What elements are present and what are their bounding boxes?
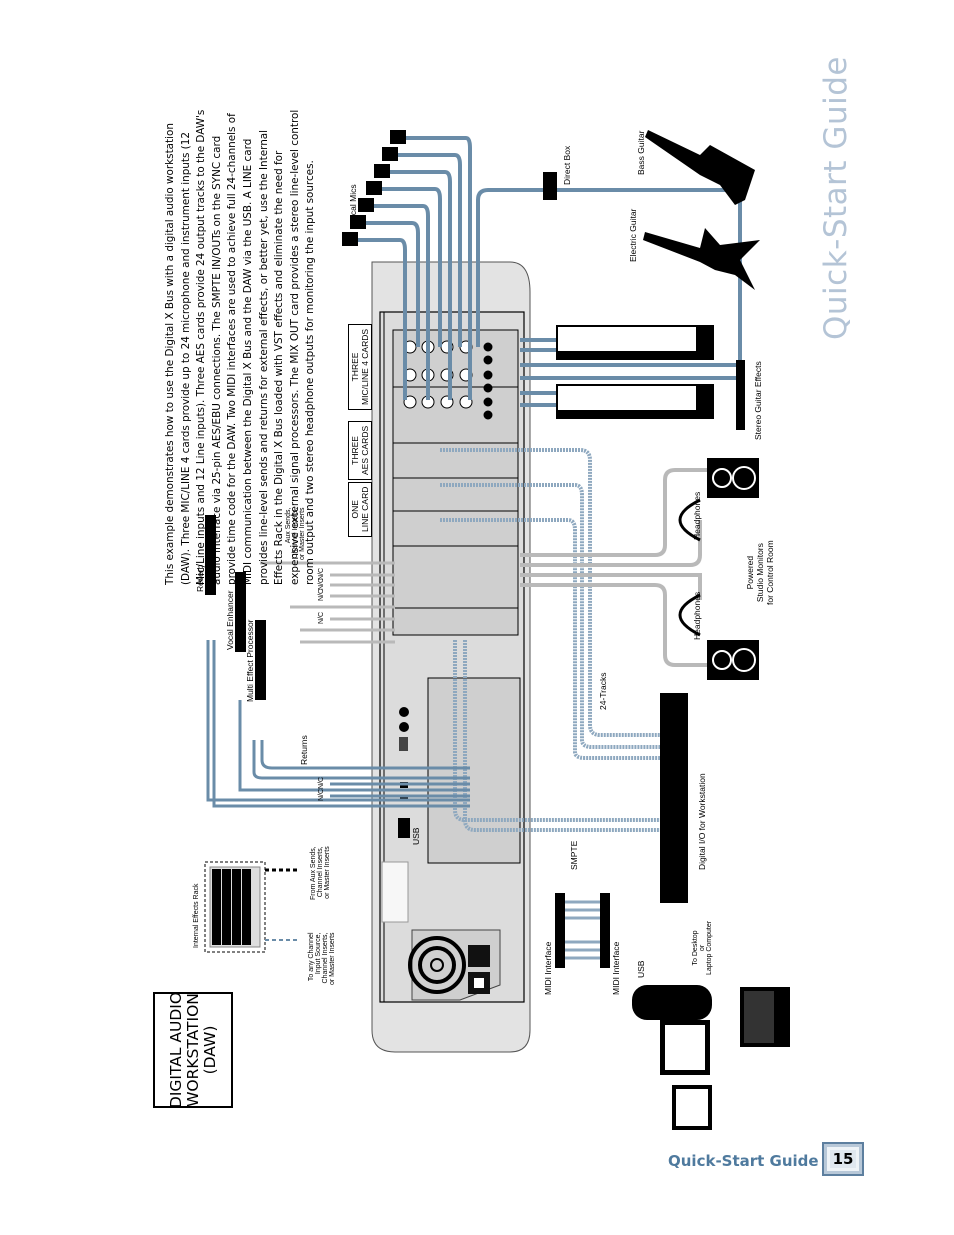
side-title: Quick-Start Guide [818, 56, 854, 340]
daw-title-box: DIGITAL AUDIO WORKSTATION (DAW) [153, 992, 233, 1108]
nc-label: N/C [318, 788, 325, 801]
to-channel-label: To any Channel Input Source, Channel Ins… [308, 932, 336, 985]
midi-interface-2 [600, 893, 610, 968]
bass-guitar [645, 130, 755, 205]
digital-io-unit [660, 693, 688, 903]
digital-x-bus-chassis [371, 261, 531, 1053]
desktop-computer [632, 985, 712, 1130]
electric-guitar [643, 228, 760, 290]
daw-title-line-3: (DAW) [200, 1025, 219, 1075]
vocal-enhancer-unit [235, 572, 246, 652]
aux-sends-label: Aux Sends, Channel Inserts, or Master In… [285, 507, 306, 560]
studio-monitor-1 [707, 458, 759, 498]
keyboard-1 [556, 325, 714, 360]
midi-interface-label-1: MIDI Interface [543, 941, 553, 995]
headphones-1 [678, 498, 701, 542]
vocal-mics [342, 130, 406, 246]
to-computer-label: To Desktop or Laptop Computer [692, 920, 713, 975]
direct-box-label: Direct Box [562, 145, 572, 185]
aes-cables [440, 448, 665, 832]
studio-monitors-label: Powered Studio Monitors for Control Room [745, 540, 775, 605]
nc-label: N/C [318, 611, 325, 624]
internal-effects-rack [204, 861, 266, 953]
midi-interface-1 [555, 893, 565, 968]
footer-label: Quick-Start Guide [668, 1152, 819, 1170]
mic-line-connectors [403, 340, 493, 420]
vocal-enhancer-label: Vocal Enhancer [225, 590, 235, 650]
headphones-2 [678, 593, 701, 637]
digital-io-label: Digital I/O for Workstation [697, 773, 707, 870]
headphones-label-2: Headphones [692, 591, 702, 640]
bass-guitar-label: Bass Guitar [636, 130, 646, 175]
returns-label: Returns [299, 735, 309, 765]
tracks-24-label: 24-Tracks [598, 672, 608, 710]
return-cables [206, 640, 470, 808]
page-number: 15 [822, 1142, 864, 1176]
headphones-label-1: Headphones [692, 491, 702, 540]
reverb-label: Reverb [195, 564, 205, 592]
usb-b-cable-label: USB [636, 960, 646, 978]
daw-title-line-2: WORKSTATION [183, 993, 202, 1107]
daw-title-line-1: DIGITAL AUDIO [166, 991, 185, 1109]
stereo-guitar-effects-unit [736, 360, 745, 430]
mix-out-cables [520, 468, 740, 667]
electric-guitar-label: Electric Guitar [628, 208, 638, 262]
keyboard-cables [520, 338, 740, 407]
multi-effect-unit [255, 620, 266, 700]
laptop-computer [740, 987, 790, 1047]
from-aux-label: From Aux Sends, Channel Inserts, or Mast… [310, 846, 331, 900]
keyboard-2 [556, 384, 714, 419]
vocal-mics-label: Vocal Mics [348, 184, 358, 225]
nc-label: N/C [318, 776, 325, 789]
internal-fx-rack-label: Internal Effects Rack [193, 883, 200, 948]
multi-effect-label: Multi Effect Processor [245, 619, 255, 702]
studio-monitor-2 [707, 640, 759, 680]
direct-box [543, 172, 557, 200]
usb-panel-label: USB [411, 827, 421, 845]
send-cables [260, 561, 395, 644]
midi-interface-label-2: MIDI Interface [611, 941, 621, 995]
nc-label: N/C [318, 588, 325, 601]
smpte-label: SMPTE [569, 840, 579, 870]
vocal-mic-cables [355, 136, 740, 400]
reverb-unit [205, 515, 216, 595]
stereo-guitar-effects-label: Stereo Guitar Effects [753, 361, 763, 440]
